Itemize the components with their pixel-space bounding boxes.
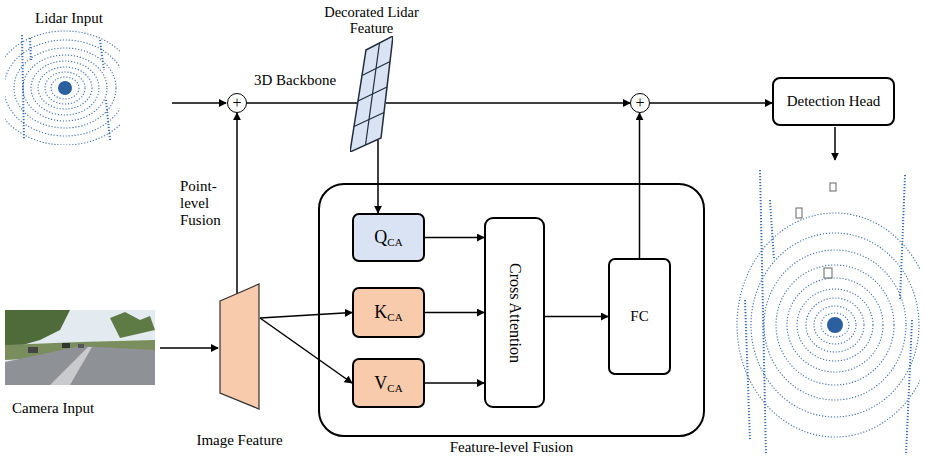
symbol-subscript: CA [387, 382, 402, 394]
fc-box: FC [608, 258, 671, 375]
connector [377, 140, 379, 213]
input-label: Camera Input [12, 400, 94, 417]
plus-sign: + [635, 95, 644, 111]
grid-outline [350, 36, 393, 152]
input-label: Camera Input [12, 400, 94, 416]
grid-line [362, 62, 390, 76]
fusion-frame: Feature-level FusionQCAKCAVCACross Atten… [318, 183, 705, 437]
output-center [827, 317, 843, 333]
symbol-letter: Q [374, 227, 387, 247]
grid-line [354, 113, 384, 127]
connector [639, 113, 641, 258]
input-label: Lidar Input [35, 10, 103, 27]
feature-grid: Decorated Lidar Feature [350, 36, 393, 152]
symbol: KCA [374, 302, 402, 323]
symbol: QCA [374, 227, 402, 248]
camera-image [5, 310, 155, 385]
lidar-center [58, 81, 72, 95]
box-label: FC [630, 308, 648, 325]
query-box: QCA [352, 213, 425, 262]
lidar-point-cloud [5, 31, 120, 145]
sum-node: + [227, 93, 247, 113]
node-caption: Image Feature [196, 432, 282, 449]
sum-node: + [630, 93, 650, 113]
value-box: VCA [352, 358, 425, 408]
head-box: Detection Head [772, 77, 895, 126]
input-label: Lidar Input [35, 10, 103, 26]
bounding-boxes [796, 183, 836, 278]
image-feature: Image Feature [219, 283, 260, 410]
stage-label: 3D Backbone [254, 72, 336, 89]
rotated-label: Cross Attention [506, 262, 524, 362]
plus-sign: + [232, 95, 241, 111]
feature-label: Image Feature [196, 432, 282, 448]
connector [386, 102, 630, 104]
symbol: VCA [374, 373, 402, 394]
fusion-label: Point-level Fusion [180, 178, 232, 229]
box-label: Detection Head [787, 93, 881, 110]
symbol-subscript: CA [387, 311, 402, 323]
connector [260, 313, 352, 319]
connector [260, 318, 352, 383]
connector [247, 102, 358, 104]
attention-box: Cross Attention [484, 217, 545, 408]
connector [425, 312, 484, 314]
node-caption: Feature-level Fusion [450, 439, 574, 456]
grid-shape [350, 36, 393, 152]
symbol-letter: K [374, 302, 387, 322]
connector [650, 102, 772, 104]
stage-label: 3D Backbone [254, 72, 336, 88]
connector [545, 316, 608, 318]
attention-label: Cross Attention [507, 262, 524, 362]
symbol-letter: V [374, 373, 387, 393]
node-heading: Decorated Lidar Feature [316, 4, 428, 36]
group-label: Feature-level Fusion [450, 439, 574, 455]
connector [425, 237, 484, 239]
output-point-cloud [737, 170, 920, 455]
fusion-label: Point-level Fusion [180, 178, 221, 228]
trapezoid-outline [220, 284, 259, 409]
connector [425, 382, 484, 384]
symbol-subscript: CA [387, 236, 402, 248]
trapezoid-shape [219, 283, 260, 410]
feature-label: Decorated Lidar Feature [324, 4, 419, 36]
connector [236, 113, 238, 294]
key-box: KCA [352, 287, 425, 338]
grid-line [358, 87, 387, 101]
